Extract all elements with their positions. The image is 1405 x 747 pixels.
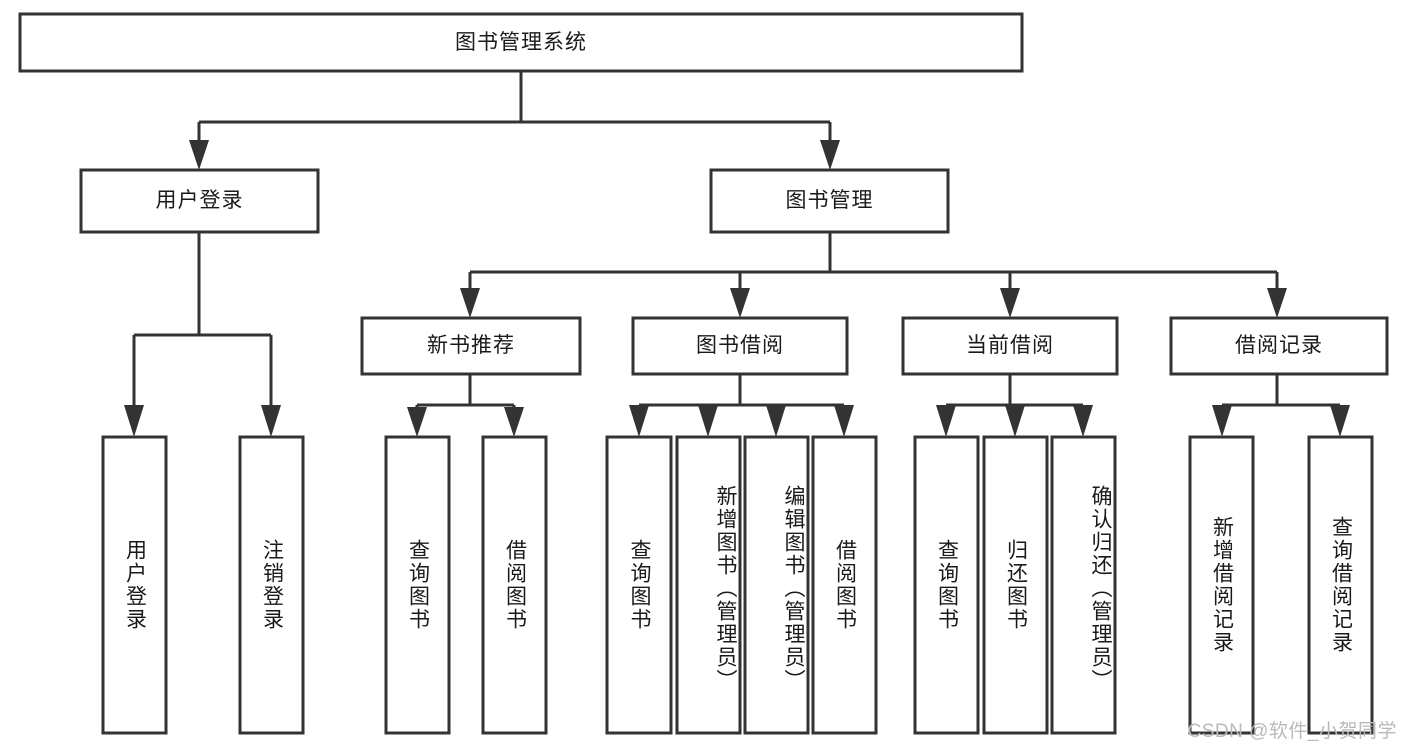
connector-group-bookborrow	[629, 374, 854, 437]
arrow-head-leaf-cur-return	[1005, 405, 1025, 437]
node-box-leaf-rec-add[interactable]	[1188, 435, 1255, 735]
node-box-book-manage[interactable]	[709, 168, 950, 234]
arrow-head-leaf-rec-add	[1212, 405, 1232, 437]
arrow-head-leaf-cur-confirm	[1073, 405, 1093, 437]
arrow-head-userlogin	[189, 140, 209, 170]
arrow-head-book-borrow	[730, 288, 750, 318]
node-box-leaf-cur-query[interactable]	[913, 435, 980, 735]
arrow-head-leaf-rec-search	[1330, 405, 1350, 437]
node-box-leaf-cur-confirm[interactable]	[1050, 435, 1117, 735]
arrow-head-leaf-rec-query	[407, 407, 427, 437]
node-box-user-login[interactable]	[79, 168, 320, 234]
arrow-head-leaf-user-logout	[261, 405, 281, 437]
node-box-root[interactable]	[18, 12, 1024, 73]
arrow-head-borrow-record	[1267, 288, 1287, 318]
node-box-leaf-cur-return[interactable]	[982, 435, 1049, 735]
node-box-borrow-record[interactable]	[1169, 316, 1389, 376]
connector-group-bookmanage	[460, 232, 1287, 318]
connector-group-userlogin	[124, 232, 281, 437]
arrow-head-leaf-user-login	[124, 405, 144, 437]
arrow-head-new-book-rec	[460, 288, 480, 318]
node-box-leaf-user-logout[interactable]	[238, 435, 305, 735]
connector-group-root	[189, 71, 840, 170]
node-box-leaf-rec-borrow[interactable]	[481, 435, 548, 735]
node-box-leaf-borrow-lend[interactable]	[811, 435, 878, 735]
node-box-current-borrow[interactable]	[901, 316, 1119, 376]
node-box-leaf-borrow-query[interactable]	[605, 435, 673, 735]
node-box-leaf-rec-search[interactable]	[1307, 435, 1374, 735]
node-box-leaf-borrow-add[interactable]	[675, 435, 742, 735]
connector-group-newbookrec	[407, 374, 524, 437]
arrow-head-bookmanage	[820, 140, 840, 170]
node-box-new-book-rec[interactable]	[360, 316, 582, 376]
arrow-head-leaf-borrow-query	[629, 405, 649, 437]
node-box-book-borrow[interactable]	[631, 316, 849, 376]
arrow-head-leaf-cur-query	[936, 405, 956, 437]
arrow-head-current-borrow	[1000, 288, 1020, 318]
node-box-leaf-user-login[interactable]	[101, 435, 168, 735]
connector-group-borrowrecord	[1212, 374, 1350, 437]
connector-group-currentborrow	[936, 374, 1093, 437]
arrow-head-leaf-rec-borrow	[504, 407, 524, 437]
node-box-leaf-borrow-edit[interactable]	[743, 435, 810, 735]
arrow-head-leaf-borrow-edit	[766, 405, 786, 437]
node-box-leaf-rec-query[interactable]	[384, 435, 451, 735]
arrow-head-leaf-borrow-add	[698, 405, 718, 437]
arrow-head-leaf-borrow-lend	[834, 405, 854, 437]
